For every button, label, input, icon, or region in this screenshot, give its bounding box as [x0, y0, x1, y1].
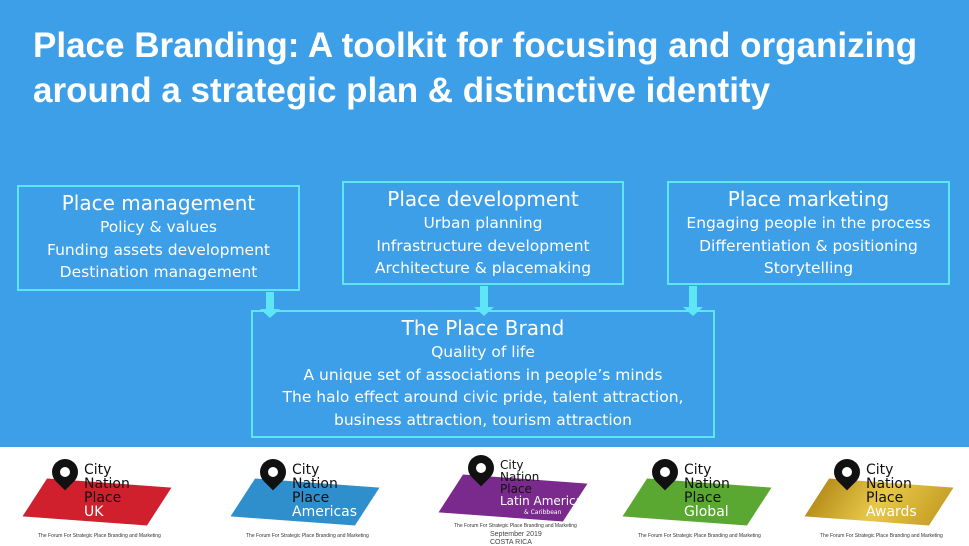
logo-tagline: The Forum For Strategic Place Branding a… [454, 523, 577, 529]
arrow-down-icon [260, 292, 280, 318]
box-line: Architecture & placemaking [374, 259, 592, 277]
logo-tagline: The Forum For Strategic Place Branding a… [820, 533, 943, 539]
box-line: Storytelling [763, 259, 854, 277]
box-line: business attraction, tourism attraction [334, 410, 632, 429]
box-line: Engaging people in the process [686, 214, 931, 232]
logo-brand: City Nation Place [500, 458, 540, 496]
box-line: Urban planning [423, 214, 543, 232]
logo-edition: Americas [292, 504, 358, 520]
logo-edition: UK [84, 504, 104, 520]
slide-title: Place Branding: A toolkit for focusing a… [33, 26, 918, 110]
slide-background: Place Branding: A toolkit for focusing a… [0, 0, 969, 447]
box-line: Funding assets development [47, 240, 270, 259]
box-line: Differentiation & positioning [699, 236, 918, 255]
box-line: Destination management [59, 263, 258, 281]
box-heading: Place management [61, 191, 256, 215]
logo-brand: City Nation Place [292, 462, 338, 506]
logo-edition: Latin America [500, 494, 583, 508]
place-management-box: Place management Policy & values Funding… [17, 185, 300, 291]
box-heading: Place development [387, 187, 579, 211]
box-heading: The Place Brand [401, 316, 565, 340]
place-development-box: Place development Urban planning Infrast… [342, 181, 624, 285]
box-heading: Place marketing [727, 187, 890, 211]
logo-edition: Awards [866, 504, 917, 520]
event-location: COSTA RICA [490, 539, 532, 546]
logo-tagline: The Forum For Strategic Place Branding a… [638, 533, 761, 539]
box-line: Infrastructure development [376, 236, 590, 255]
box-line: Quality of life [431, 343, 535, 361]
logo-edition-sub: & Caribbean [524, 509, 562, 516]
logo-edition: Global [684, 504, 729, 520]
logo-tagline: The Forum For Strategic Place Branding a… [246, 533, 369, 539]
place-marketing-box: Place marketing Engaging people in the p… [667, 181, 950, 285]
place-brand-box: The Place Brand Quality of life A unique… [251, 310, 715, 438]
logo-brand: City Nation Place [84, 462, 130, 506]
box-line: Policy & values [100, 218, 217, 236]
logo-brand: City Nation Place [866, 462, 912, 506]
arrow-down-icon [474, 286, 494, 316]
arrow-down-icon [683, 286, 703, 316]
event-date: September 2019 [490, 531, 542, 538]
logo-brand: City Nation Place [684, 462, 730, 506]
box-line: A unique set of associations in people’s… [303, 365, 663, 384]
box-line: The halo effect around civic pride, tale… [282, 388, 684, 406]
logo-tagline: The Forum For Strategic Place Branding a… [38, 533, 161, 539]
